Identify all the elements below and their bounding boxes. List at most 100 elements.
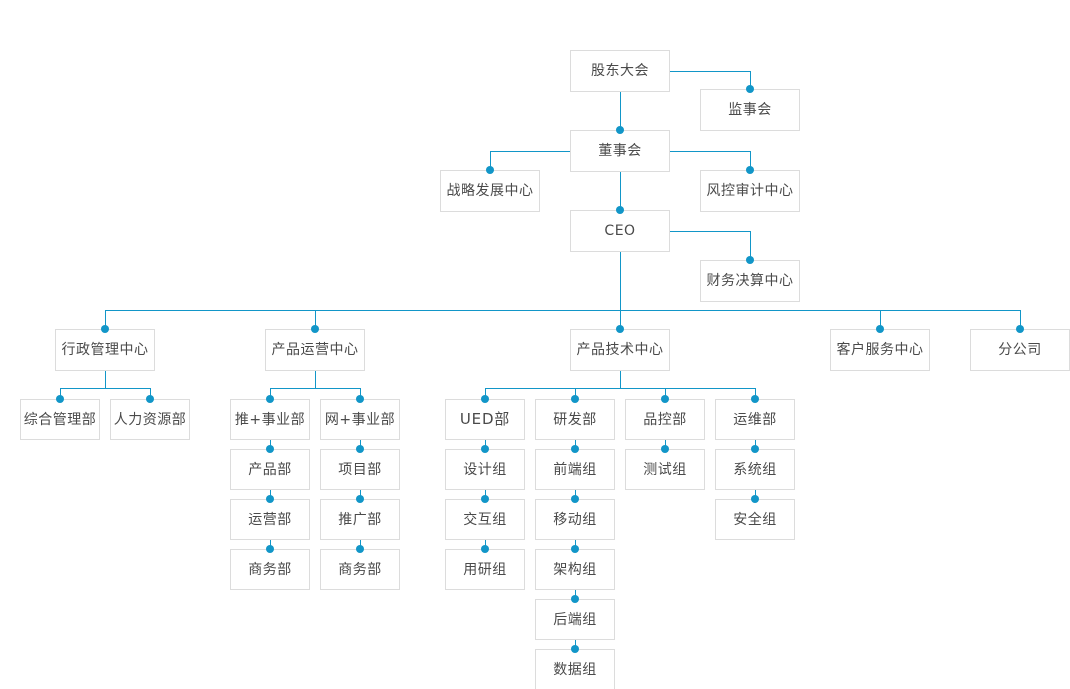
org-node[interactable]: 系统组 [715,449,795,490]
connector-dot [481,445,489,453]
connector-line-vertical [665,388,666,399]
org-node[interactable]: 商务部 [320,549,400,590]
connector-dot [56,395,64,403]
connector-line-horizontal [105,310,1020,311]
connector-dot [571,445,579,453]
connector-line-horizontal [490,151,570,152]
connector-line-vertical [575,440,576,449]
connector-line-horizontal [670,231,750,232]
org-node[interactable]: 财务决算中心 [700,260,800,302]
connector-dot [311,325,319,333]
org-node[interactable]: 综合管理部 [20,399,100,440]
org-node[interactable]: 网+事业部 [320,399,400,440]
org-node[interactable]: 产品技术中心 [570,329,670,371]
org-node[interactable]: 后端组 [535,599,615,640]
connector-line-horizontal [620,71,750,72]
connector-dot [751,495,759,503]
org-node[interactable]: 人力资源部 [110,399,190,440]
connector-dot [481,545,489,553]
connector-line-vertical [360,440,361,449]
connector-line-vertical [485,490,486,499]
org-node[interactable]: 运营部 [230,499,310,540]
connector-line-vertical [575,590,576,599]
connector-line-vertical [575,540,576,549]
org-node[interactable]: 股东大会 [570,50,670,92]
connector-line-vertical [575,640,576,649]
connector-line-vertical [105,371,106,388]
connector-dot [571,595,579,603]
connector-dot [571,495,579,503]
connector-line-vertical [750,231,751,260]
connector-line-vertical [620,252,621,310]
connector-dot [571,645,579,653]
org-node[interactable]: 推+事业部 [230,399,310,440]
connector-line-vertical [1020,310,1021,329]
org-node[interactable]: CEO [570,210,670,252]
connector-dot [746,166,754,174]
connector-dot [356,395,364,403]
org-node[interactable]: 架构组 [535,549,615,590]
connector-dot [751,445,759,453]
org-node[interactable]: UED部 [445,399,525,440]
connector-line-vertical [620,172,621,210]
org-node[interactable]: 行政管理中心 [55,329,155,371]
connector-dot [101,325,109,333]
connector-line-vertical [485,440,486,449]
org-node[interactable]: 安全组 [715,499,795,540]
org-node[interactable]: 分公司 [970,329,1070,371]
connector-line-vertical [485,388,486,399]
connector-dot [616,325,624,333]
org-node[interactable]: 推广部 [320,499,400,540]
connector-dot [661,395,669,403]
connector-dot [481,395,489,403]
org-node[interactable]: 项目部 [320,449,400,490]
org-node[interactable]: 监事会 [700,89,800,131]
connector-line-vertical [360,540,361,549]
connector-dot [571,395,579,403]
connector-line-vertical [315,371,316,388]
connector-line-horizontal [270,388,360,389]
connector-dot [266,395,274,403]
org-node[interactable]: 用研组 [445,549,525,590]
org-node[interactable]: 数据组 [535,649,615,689]
connector-dot [746,85,754,93]
connector-line-vertical [485,540,486,549]
connector-dot [616,126,624,134]
connector-line-vertical [575,490,576,499]
connector-dot [266,495,274,503]
org-node[interactable]: 交互组 [445,499,525,540]
org-node[interactable]: 品控部 [625,399,705,440]
org-node[interactable]: 商务部 [230,549,310,590]
connector-line-vertical [575,388,576,399]
connector-dot [746,256,754,264]
connector-dot [356,545,364,553]
org-node[interactable]: 测试组 [625,449,705,490]
connector-line-vertical [750,71,751,89]
org-node[interactable]: 战略发展中心 [440,170,540,212]
connector-line-vertical [755,490,756,499]
org-node[interactable]: 产品运营中心 [265,329,365,371]
connector-line-vertical [360,490,361,499]
org-node[interactable]: 移动组 [535,499,615,540]
org-node[interactable]: 前端组 [535,449,615,490]
connector-dot [266,445,274,453]
connector-line-vertical [750,151,751,170]
org-node[interactable]: 设计组 [445,449,525,490]
connector-line-vertical [620,92,621,130]
org-node[interactable]: 产品部 [230,449,310,490]
connector-dot [661,445,669,453]
connector-dot [356,495,364,503]
connector-line-vertical [270,540,271,549]
connector-line-vertical [755,388,756,399]
org-node[interactable]: 董事会 [570,130,670,172]
org-node[interactable]: 研发部 [535,399,615,440]
org-node[interactable]: 运维部 [715,399,795,440]
connector-line-horizontal [60,388,150,389]
connector-line-vertical [60,388,61,399]
org-node[interactable]: 风控审计中心 [700,170,800,212]
connector-line-vertical [490,151,491,170]
connector-dot [751,395,759,403]
connector-line-horizontal [485,388,755,389]
org-node[interactable]: 客户服务中心 [830,329,930,371]
